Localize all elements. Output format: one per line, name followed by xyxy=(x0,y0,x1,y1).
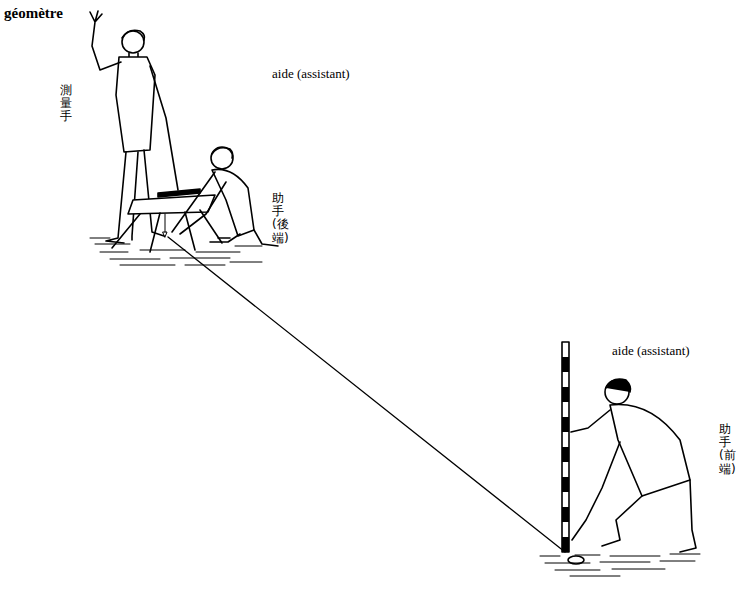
plane-table xyxy=(128,195,215,214)
pole-stripes xyxy=(562,357,569,552)
pole-stripe xyxy=(562,417,569,432)
front-assistant-body xyxy=(610,404,690,496)
plumb-bob xyxy=(163,214,167,237)
role-label-cjk: 助手(前端) xyxy=(719,423,731,476)
surveyor-raised-arm xyxy=(90,11,121,70)
rear-assistant-body xyxy=(212,169,254,236)
rear-assistant-legs xyxy=(210,230,278,246)
pole-stripe xyxy=(562,537,569,552)
ground-lines xyxy=(540,554,700,576)
role-label: géomètre xyxy=(4,4,63,22)
role-label-cjk: 測量手 xyxy=(60,84,72,124)
front-assistant-arms xyxy=(571,410,620,540)
pole-stripe xyxy=(562,507,569,522)
front-assistant-legs xyxy=(602,480,696,552)
rear-assistant-head xyxy=(211,147,233,169)
surveyor-head xyxy=(122,31,144,53)
surveyor-arm xyxy=(150,66,178,190)
ground-peg xyxy=(568,556,584,564)
role-label: aide (assistant) xyxy=(272,66,350,82)
rear-assistant-arms xyxy=(172,172,226,234)
ground-hatching xyxy=(540,554,700,576)
surveyor-hair xyxy=(122,30,145,40)
front-assistant-hair xyxy=(606,379,631,392)
pole-stripe xyxy=(562,387,569,402)
tripod-legs xyxy=(112,210,222,252)
pole-stripe xyxy=(562,477,569,492)
rear-assistant-hair xyxy=(212,148,233,158)
surveyor-shirt xyxy=(116,57,155,152)
line-art xyxy=(90,11,700,576)
ranging-pole xyxy=(562,342,569,552)
alidade xyxy=(158,189,200,197)
measuring-tape xyxy=(168,237,565,552)
pole-stripe xyxy=(562,447,569,462)
role-label-cjk: 助手(後端) xyxy=(272,192,284,245)
pole-stripe xyxy=(562,357,569,372)
role-label: aide (assistant) xyxy=(612,343,690,359)
